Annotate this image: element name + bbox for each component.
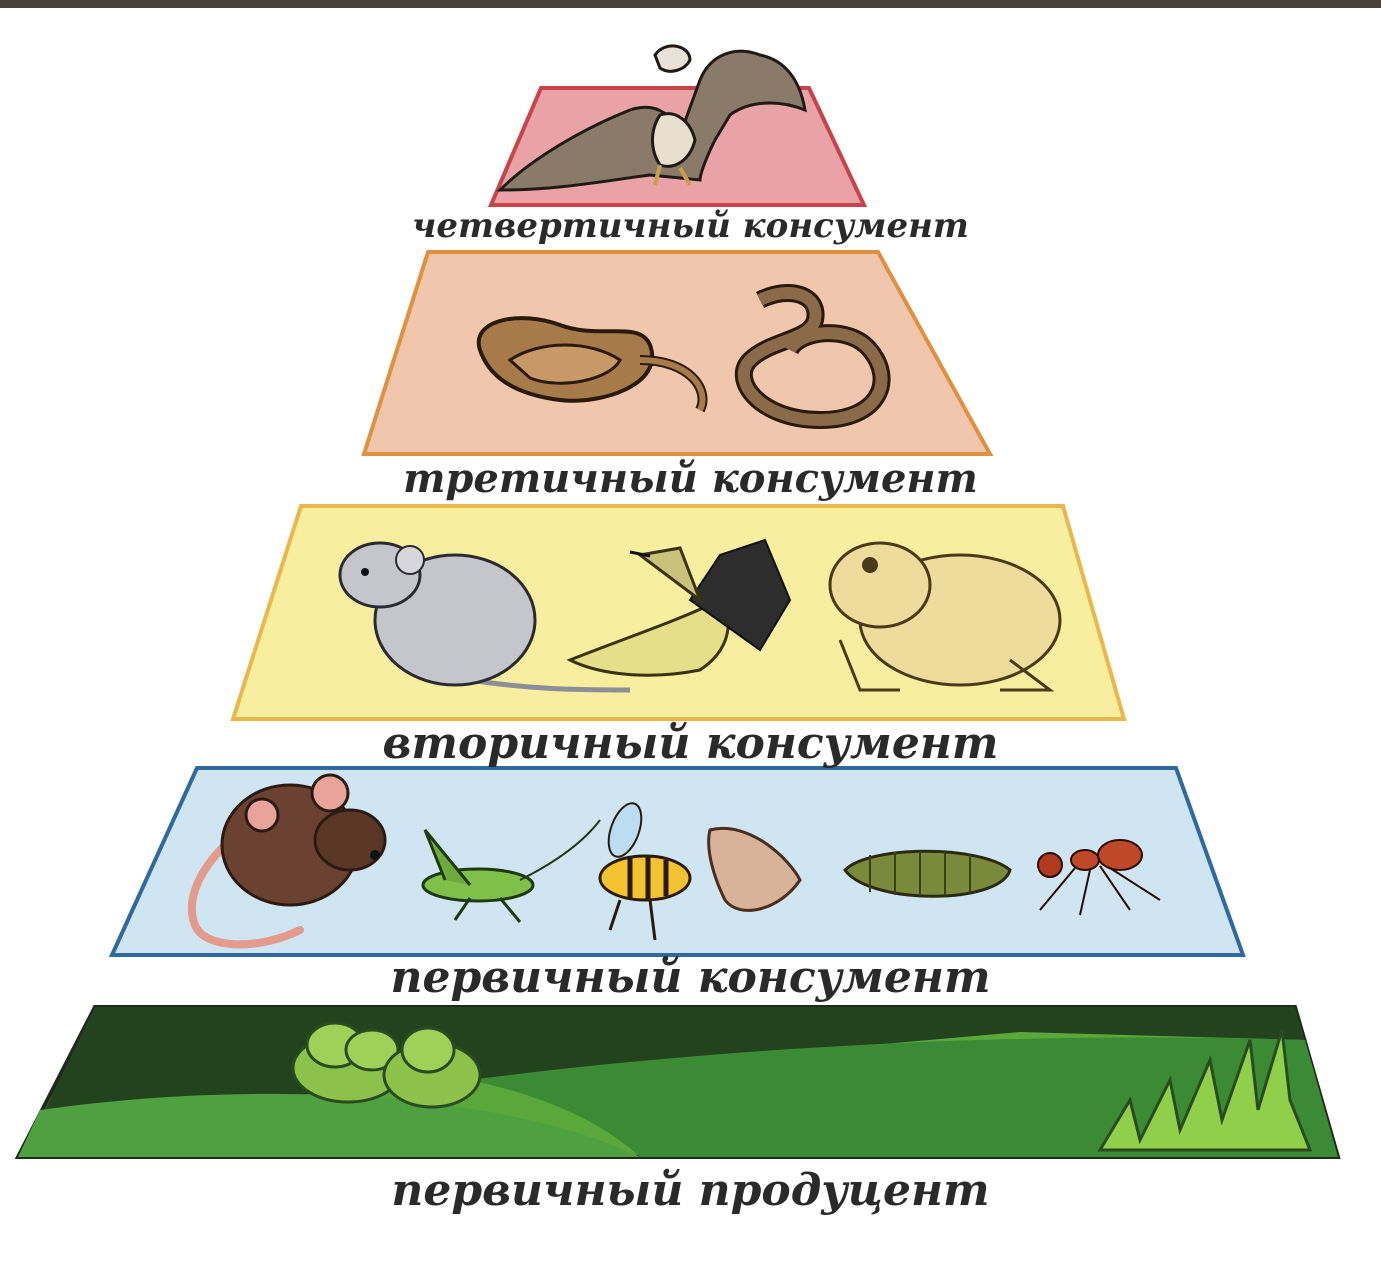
label-tertiary-consumer: третичный консумент xyxy=(0,455,1381,502)
tertiary-slab xyxy=(364,252,990,454)
level-quaternary xyxy=(491,46,864,205)
label-secondary-consumer: вторичный консумент xyxy=(0,718,1381,769)
level-producer xyxy=(18,1007,1338,1157)
level-secondary xyxy=(233,506,1124,719)
label-primary-producer: первичный продуцент xyxy=(0,1165,1381,1216)
level-primary xyxy=(112,768,1243,955)
caterpillar-icon xyxy=(845,851,1010,896)
label-primary-consumer: первичный консумент xyxy=(0,952,1381,1003)
label-quaternary-consumer: четвертичный консумент xyxy=(0,206,1381,246)
level-tertiary xyxy=(364,252,990,454)
